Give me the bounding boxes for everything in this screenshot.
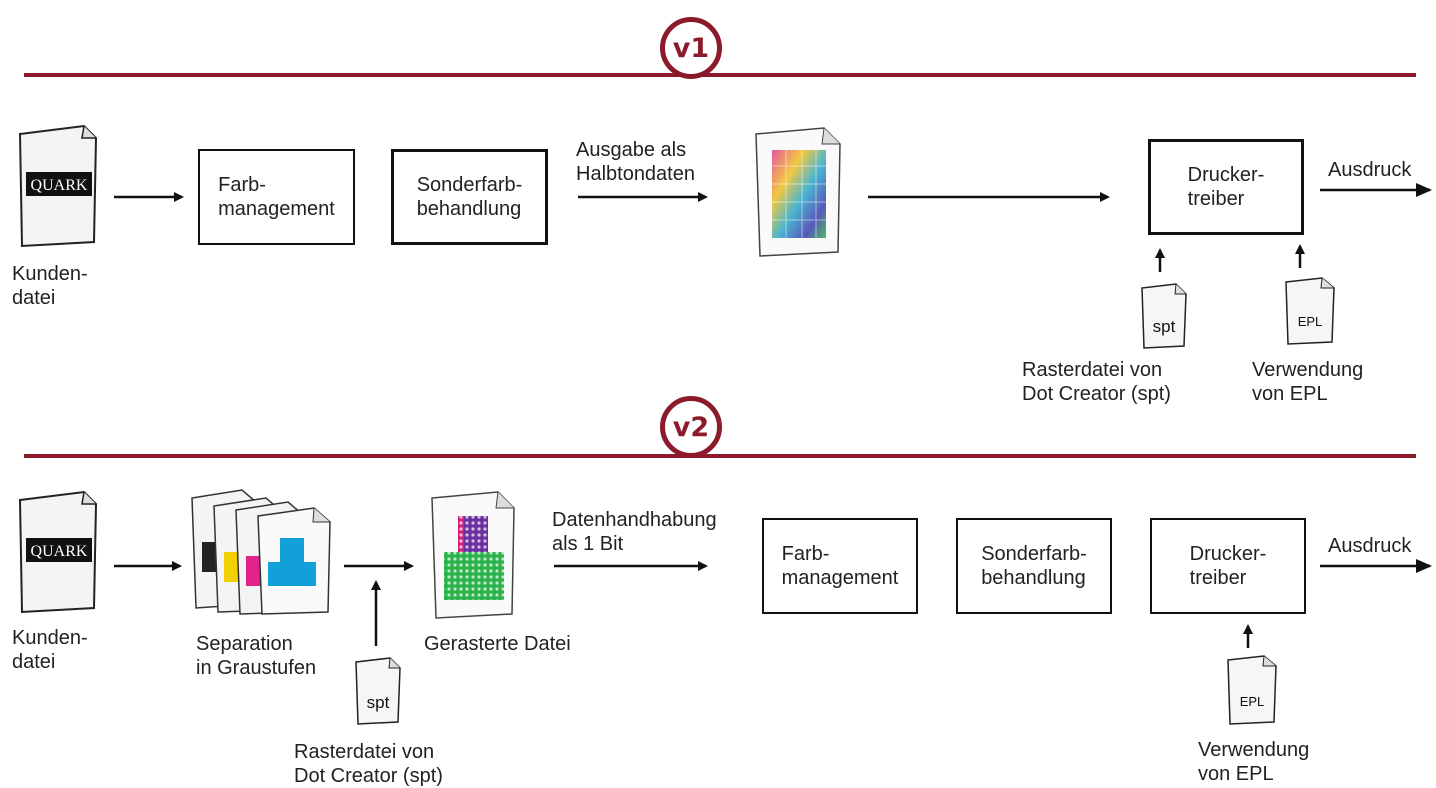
v1-druckertreiber-box: Drucker- treiber [1148,139,1304,235]
v1-quark-file-icon: QUARK [16,124,100,255]
v2-ausdruck-label: Ausdruck [1328,535,1412,557]
v2-quark-file-icon: QUARK [16,490,100,621]
v1-sonderfarb-box: Sonderfarb- behandlung [391,149,548,245]
v2-spt-file-icon: spt [354,656,402,731]
v2-epl-file-icon: EPL [1226,654,1278,731]
v2-spt-caption: Rasterdatei von Dot Creator (spt) [294,741,443,787]
v2-datenhandhabung-label: Datenhandhabung als 1 Bit [552,509,717,555]
v1-spt-file-text: spt [1153,317,1176,336]
v2-epl-caption: Verwendung von EPL [1198,739,1310,785]
v2-spt-file-text: spt [367,693,390,712]
v1-druckertreiber-text: Drucker- treiber [1187,164,1265,210]
v1-ausdruck-label: Ausdruck [1328,159,1412,181]
v2-kundendatei-label: Kunden- datei [12,627,88,673]
v2-farbmanagement-box: Farb- management [762,518,918,614]
v2-separation-label: Separation in Graustufen [196,633,317,679]
v1-spt-caption: Rasterdatei von Dot Creator (spt) [1022,359,1171,405]
v1-divider [24,73,1416,77]
v2-farbmanagement-text: Farb- management [781,543,899,589]
v2-quark-logo: QUARK [31,543,88,560]
v1-sonderfarb-text: Sonderfarb- behandlung [416,174,523,220]
v1-farbmanagement-box: Farb- management [198,149,355,245]
v2-sonderfarb-box: Sonderfarb- behandlung [956,518,1112,614]
v2-epl-file-text: EPL [1240,694,1265,709]
v1-epl-file-text: EPL [1298,314,1323,329]
v2-gerastert-label: Gerasterte Datei [424,633,571,655]
v1-badge-text: v1 [672,32,710,64]
v2-screened-file-icon [428,490,520,625]
v2-badge: v2 [660,396,722,458]
v2-sonderfarb-text: Sonderfarb- behandlung [981,543,1087,589]
v2-badge-text: v2 [672,411,710,443]
v1-badge: v1 [660,17,722,79]
v1-spt-file-icon: spt [1140,282,1188,355]
v1-kundendatei-label: Kunden- datei [12,263,88,309]
v1-farbmanagement-text: Farb- management [218,174,335,220]
v2-divider [24,454,1416,458]
v2-separation-pages-icon [190,486,340,621]
v2-druckertreiber-text: Drucker- treiber [1189,543,1267,589]
v1-halftone-page-icon [752,126,846,263]
v2-druckertreiber-box: Drucker- treiber [1150,518,1306,614]
v1-quark-logo: QUARK [31,177,88,194]
v1-ausgabe-label: Ausgabe als Halbtondaten [576,139,695,185]
v1-epl-file-icon: EPL [1284,276,1336,351]
v1-epl-caption: Verwendung von EPL [1252,359,1364,405]
